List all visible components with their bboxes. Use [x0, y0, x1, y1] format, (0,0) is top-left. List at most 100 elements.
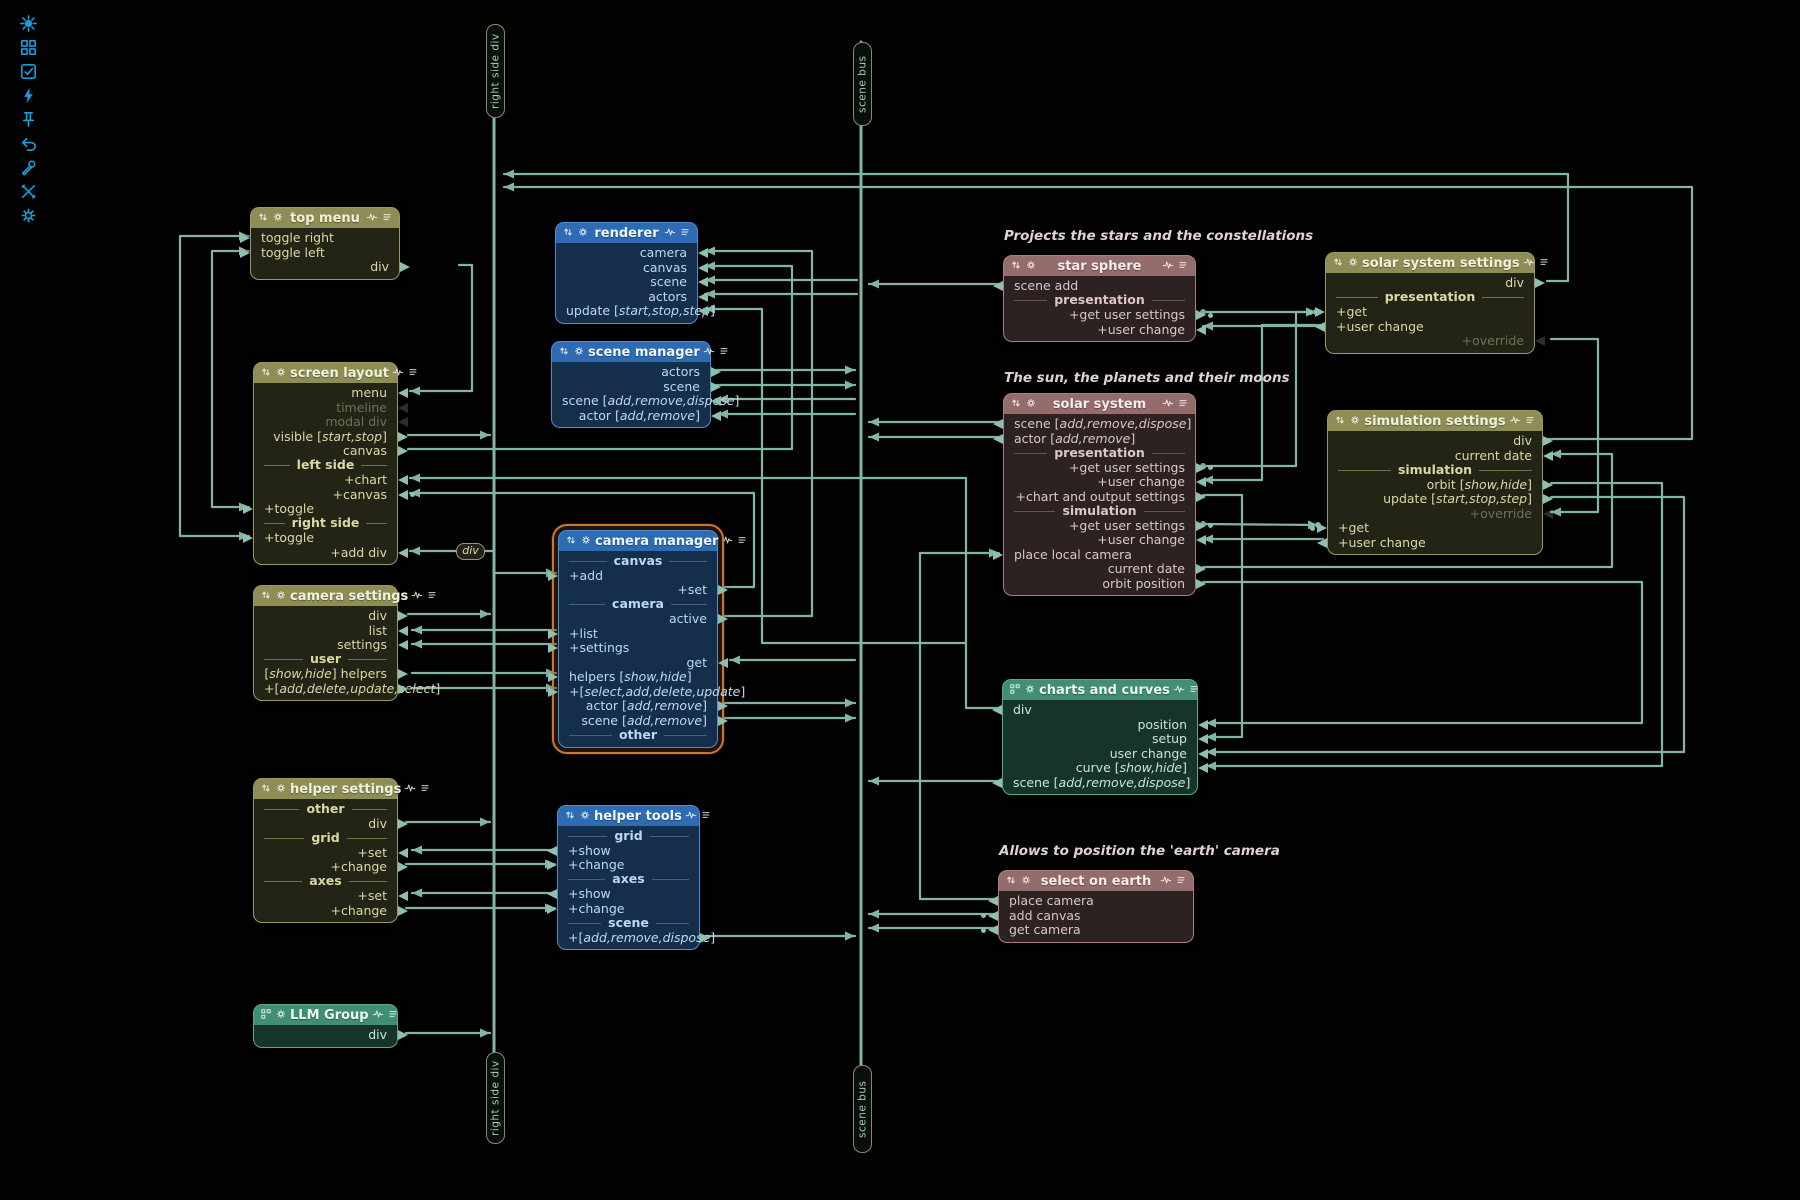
port-set[interactable]: +set: [254, 888, 408, 904]
port-show-hide-helpers[interactable]: [show,hide] helpers: [254, 666, 408, 682]
input-port-arrow[interactable]: [547, 860, 557, 871]
node-header[interactable]: scene manager: [551, 341, 728, 362]
node-llm-group[interactable]: LLM Group div: [253, 1004, 408, 1048]
output-port-arrow[interactable]: [398, 1030, 408, 1041]
gear-icon[interactable]: [1025, 397, 1037, 412]
output-port-arrow[interactable]: [398, 862, 408, 873]
output-port-arrow[interactable]: [988, 896, 998, 907]
port-modal-div[interactable]: modal div: [254, 414, 408, 430]
port-select-add-delete-update[interactable]: +[select,add,delete,update]: [548, 684, 745, 700]
bus-label-right-side-div[interactable]: right side div: [486, 24, 505, 118]
output-port-arrow[interactable]: [398, 446, 408, 457]
port-active[interactable]: active: [559, 611, 728, 627]
port-scene[interactable]: scene: [552, 379, 721, 395]
sync-icon[interactable]: [260, 589, 272, 604]
sync-icon[interactable]: [1010, 259, 1022, 274]
port-div[interactable]: div: [992, 702, 1197, 718]
node-header[interactable]: charts and curves: [1002, 679, 1198, 700]
input-port-arrow[interactable]: [698, 277, 708, 288]
input-port-arrow[interactable]: [548, 672, 558, 683]
gear-icon[interactable]: [275, 366, 287, 381]
input-port-arrow[interactable]: [240, 247, 250, 258]
port-actors[interactable]: actors: [552, 364, 721, 380]
input-port-arrow[interactable]: [398, 547, 408, 558]
pulse-icon[interactable]: [1523, 256, 1535, 271]
output-port-arrow[interactable]: [993, 419, 1003, 430]
port-get[interactable]: +get: [1308, 304, 1534, 320]
undo-icon[interactable]: [19, 134, 38, 153]
list-icon[interactable]: [1538, 256, 1550, 271]
gear-icon[interactable]: [275, 589, 287, 604]
output-port-arrow[interactable]: [1196, 578, 1206, 589]
input-port-arrow[interactable]: [711, 410, 721, 421]
port-div[interactable]: div: [251, 259, 410, 275]
input-port-arrow[interactable]: [1317, 523, 1327, 534]
port-change[interactable]: +change: [254, 859, 408, 875]
gear-icon[interactable]: [272, 211, 284, 226]
port-settings[interactable]: +settings: [548, 640, 717, 656]
port-canvas[interactable]: canvas: [556, 260, 708, 276]
pin-icon[interactable]: [19, 110, 38, 129]
output-port-arrow[interactable]: [1196, 520, 1206, 531]
input-port-arrow[interactable]: [548, 628, 558, 639]
port-scene-add-remove-dispose[interactable]: scene [add,remove,dispose]: [993, 416, 1195, 432]
node-header[interactable]: LLM Group: [253, 1004, 398, 1025]
list-icon[interactable]: [387, 1008, 399, 1023]
pulse-icon[interactable]: [1160, 874, 1172, 889]
gear-icon[interactable]: [573, 345, 585, 360]
output-port-arrow[interactable]: [992, 705, 1002, 716]
input-port-arrow[interactable]: [993, 549, 1003, 560]
port-div[interactable]: div: [1328, 433, 1553, 449]
node-header[interactable]: renderer: [555, 222, 698, 243]
output-port-arrow[interactable]: [547, 889, 557, 900]
port-list[interactable]: +list: [548, 626, 717, 642]
input-port-arrow[interactable]: [548, 643, 558, 654]
output-port-arrow[interactable]: [700, 932, 710, 943]
input-port-arrow[interactable]: [398, 640, 408, 651]
port-settings[interactable]: settings: [254, 637, 408, 653]
pulse-icon[interactable]: [1162, 259, 1174, 274]
output-port-arrow[interactable]: [718, 715, 728, 726]
port-show[interactable]: +show: [547, 886, 699, 902]
port-change[interactable]: +change: [547, 901, 699, 917]
grid-icon[interactable]: [19, 38, 38, 57]
output-port-arrow[interactable]: [1196, 564, 1206, 575]
bus-label-right-side-div[interactable]: right side div: [486, 1052, 505, 1144]
output-port-arrow[interactable]: [398, 818, 408, 829]
input-port-arrow[interactable]: [1198, 763, 1208, 774]
port-timeline[interactable]: timeline: [254, 400, 408, 416]
gear-icon[interactable]: [1024, 683, 1036, 698]
input-port-arrow[interactable]: [398, 475, 408, 486]
output-port-arrow[interactable]: [1535, 278, 1545, 289]
node-header[interactable]: helper settings: [253, 778, 429, 799]
port-div[interactable]: div: [254, 1027, 408, 1043]
input-port-arrow[interactable]: [718, 657, 728, 668]
pulse-icon[interactable]: [411, 589, 423, 604]
input-port-arrow[interactable]: [243, 504, 253, 515]
port-chart[interactable]: +chart: [254, 472, 408, 488]
output-port-arrow[interactable]: [1315, 321, 1325, 332]
node-header[interactable]: camera settings: [253, 585, 436, 606]
pulse-icon[interactable]: [664, 226, 676, 241]
group-icon[interactable]: [1009, 683, 1021, 698]
node-header[interactable]: screen layout: [253, 362, 417, 383]
node-header[interactable]: helper tools: [557, 805, 710, 826]
input-port-arrow[interactable]: [1196, 535, 1206, 546]
gear-icon[interactable]: [275, 1008, 287, 1023]
bus-label-scene-bus[interactable]: scene bus: [853, 42, 872, 126]
output-port-arrow[interactable]: [1196, 491, 1206, 502]
list-icon[interactable]: [407, 366, 419, 381]
output-port-arrow[interactable]: [398, 669, 408, 680]
list-icon[interactable]: [1177, 397, 1189, 412]
pulse-icon[interactable]: [366, 211, 378, 226]
input-port-arrow[interactable]: [398, 417, 408, 428]
pulse-icon[interactable]: [685, 809, 697, 824]
port-visible-start-stop[interactable]: visible [start,stop]: [254, 429, 408, 445]
node-header[interactable]: top menu: [250, 207, 400, 228]
port-current-date[interactable]: current date: [1328, 448, 1553, 464]
brightness-icon[interactable]: [19, 14, 38, 33]
